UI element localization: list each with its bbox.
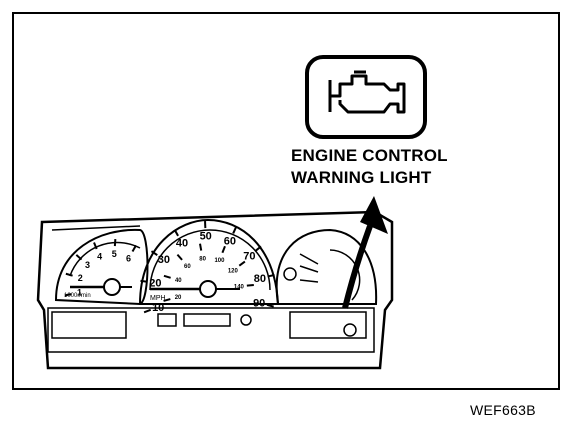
callout-line-1: ENGINE CONTROL [291, 146, 448, 165]
figure-frame [12, 12, 560, 390]
tachometer-label: 2 [78, 273, 83, 283]
speedometer-mph-label: 30 [158, 254, 170, 266]
tachometer-tick [75, 254, 83, 261]
speedometer-mph-tick [140, 279, 148, 283]
tachometer-unit-label: 1000r/min [64, 293, 91, 299]
speedometer-mph-tick [266, 303, 274, 308]
tachometer-label: 1 [77, 288, 82, 298]
tachometer-label: 4 [97, 251, 102, 261]
pointer-arrow [342, 196, 388, 309]
speedometer-kmh-tick [199, 243, 203, 251]
fuel-temp-gauge [283, 249, 361, 337]
tachometer [69, 241, 141, 296]
speedometer-unit-label: MPH [150, 295, 166, 302]
speedometer-mph-label: 80 [254, 273, 266, 285]
speedometer-kmh-tick [163, 298, 171, 302]
speedometer-kmh-label: 100 [214, 258, 225, 264]
speedometer-mph-label: 20 [149, 277, 161, 289]
speedometer-mph-tick [173, 229, 179, 237]
engine-check-icon [328, 70, 406, 114]
tachometer-tick [131, 244, 137, 252]
speedometer-mph-label: 50 [200, 231, 212, 243]
speedometer-kmh-tick [238, 260, 246, 267]
speedometer-mph-label: 90 [253, 297, 265, 309]
speedometer-mph-label: 40 [176, 237, 188, 249]
speedometer-mph-label: 60 [224, 235, 236, 247]
speedometer [149, 229, 271, 298]
speedometer-kmh-tick [176, 253, 183, 261]
tachometer-tick [64, 293, 72, 297]
warning-light-callout: ENGINE CONTROL WARNING LIGHT [291, 145, 448, 189]
tachometer-tick [65, 272, 73, 277]
speedometer-mph-tick [150, 250, 158, 256]
speedometer-kmh-label: 60 [184, 264, 191, 270]
speedometer-kmh-label: 140 [234, 284, 245, 290]
speedometer-mph-label: 70 [243, 250, 255, 262]
figure-id: WEF663B [470, 402, 536, 418]
engine-warning-icon-box [305, 55, 427, 139]
gauge-ticks [64, 221, 275, 314]
speedometer-mph-tick [232, 226, 237, 234]
speedometer-mph-tick [143, 308, 152, 314]
speedometer-kmh-label: 40 [175, 278, 182, 284]
speedometer-mph-tick [254, 245, 262, 252]
speedometer-mph-tick [267, 274, 275, 278]
tachometer-label: 5 [112, 249, 117, 259]
tachometer-label: 3 [85, 260, 90, 270]
speedometer-kmh-label: 20 [175, 295, 182, 301]
tachometer-tick [93, 242, 98, 250]
tachometer-label: 6 [126, 253, 131, 263]
speedometer-mph-label: 10 [152, 302, 164, 314]
speedometer-kmh-tick [163, 274, 171, 279]
callout-line-2: WARNING LIGHT [291, 168, 432, 187]
speedometer-kmh-label: 120 [228, 268, 239, 274]
speedometer-kmh-tick [221, 245, 226, 254]
instrument-cluster [36, 210, 394, 370]
speedometer-kmh-label: 80 [199, 256, 206, 262]
speedometer-kmh-tick [246, 283, 254, 287]
